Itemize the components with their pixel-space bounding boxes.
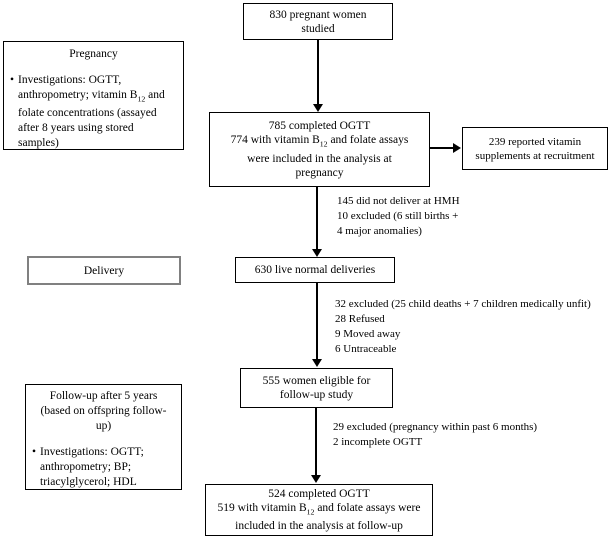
text-line: 6 Untraceable [335,343,397,355]
panel-pregnancy-title: Pregnancy [69,48,118,60]
text-line: triacylglycerol; HDL [40,476,137,488]
text-line: 145 did not deliver at HMH [337,195,460,207]
panel-pregnancy: Pregnancy • Investigations: OGTT, anthrop… [3,41,184,150]
text-line: 774 with vitamin B12 and folate assays [230,134,409,149]
text-line: after 8 years using stored [18,122,134,135]
bullet-icon: • [32,446,37,458]
panel-followup: Follow-up after 5 years (based on offspri… [25,384,182,490]
text-line: follow-up study [279,389,354,401]
arrow-deliveries-to-eligible [312,283,322,367]
exclusions-after-deliveries: 32 excluded (25 child deaths + 7 childre… [335,297,591,357]
text-line: Investigations: OGTT; [40,446,144,458]
text-line: up) [95,420,112,432]
panel-followup-bullet: • Investigations: OGTT; anthropometry; BP… [32,445,175,490]
bullet-icon: • [10,74,15,86]
text-line: studied [301,22,335,35]
panel-delivery: Delivery [27,256,181,285]
text-line: 524 completed OGTT [268,487,370,500]
text-line: included in the analysis at follow-up [235,520,403,533]
text-line: samples) [18,137,59,150]
exclusions-after-ogtt-pregnancy: 145 did not deliver at HMH 10 excluded (6… [337,194,460,239]
panel-pregnancy-bullet: • Investigations: OGTT, anthropometry; vi… [10,73,177,151]
text-line: pregnancy [295,166,344,179]
text-line: 519 with vitamin B12 and folate assays w… [217,501,421,517]
text-line: were included in the analysis at [247,152,392,165]
arrow-eligible-to-ogtt-followup [311,408,321,483]
panel-delivery-title: Delivery [83,264,125,277]
panel-followup-title: Follow-up after 5 years (based on offspri… [32,389,175,434]
text-line: 555 women eligible for [262,375,371,387]
node-women-eligible-followup: 555 women eligible for follow-up study [240,368,393,408]
exclusions-after-eligible: 29 excluded (pregnancy within past 6 mon… [333,420,537,450]
text-line: 785 completed OGTT [268,120,371,133]
text-line: 28 Refused [335,313,385,325]
text-line: 4 major anomalies) [337,225,422,237]
arrow-ogtt-pregnancy-to-deliveries [312,187,322,257]
text-line: anthropometry; BP; [40,461,132,473]
text-line: 32 excluded (25 child deaths + 7 childre… [335,298,591,310]
node-live-normal-deliveries: 630 live normal deliveries [235,257,395,283]
panel-followup-bullet-text: Investigations: OGTT; anthropometry; BP; t… [40,445,175,490]
text-line: folate concentrations (assayed [18,107,157,120]
text-line: 9 Moved away [335,328,401,340]
text-line: (based on offspring follow- [40,405,167,417]
text-line: 830 pregnant women [269,8,367,21]
text-line: Investigations: OGTT, [18,74,122,86]
text-line: anthropometry; vitamin B12 and [18,89,165,104]
text-line: 10 excluded (6 still births + [337,210,459,222]
text-line: supplements at recruitment [475,149,595,162]
text-line: 630 live normal deliveries [254,264,376,276]
text-line: 2 incomplete OGTT [333,436,423,448]
text-line: Follow-up after 5 years [49,390,158,402]
text-line: 239 reported vitamin [488,135,582,148]
text-line: 29 excluded (pregnancy within past 6 mon… [333,421,538,433]
panel-pregnancy-bullet-text: Investigations: OGTT, anthropometry; vita… [18,73,177,151]
arrow-studied-to-ogtt-pregnancy [313,40,323,112]
arrow-ogtt-pregnancy-to-supplements [430,143,461,153]
